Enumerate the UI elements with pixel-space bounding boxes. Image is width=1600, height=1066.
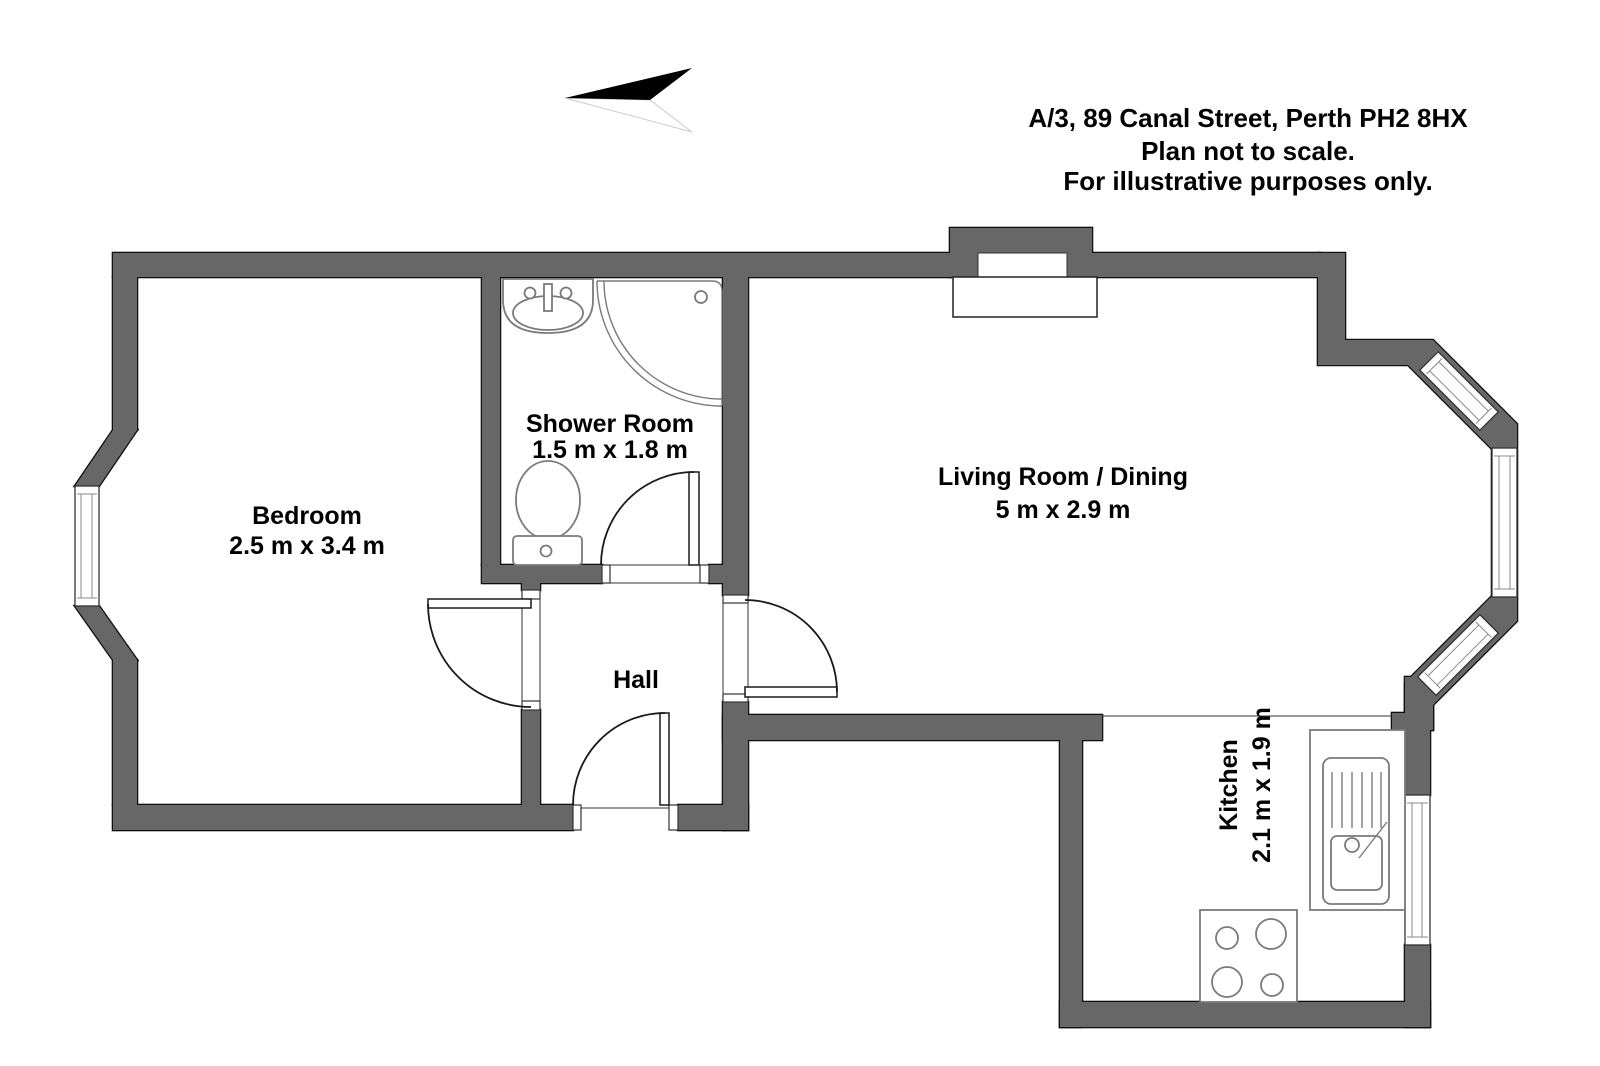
shower-door-opening-lines [602,564,709,584]
toilet [512,460,583,566]
toilet-bowl [515,460,581,540]
front-door [572,712,670,806]
walls-outline [73,226,1519,1029]
front-door-jamb-left [572,804,582,831]
living-door-leaf [744,686,838,698]
front-door-jamb-right [668,804,679,831]
kitchen-sink-tap [1344,837,1360,853]
bedroom-door-opening-lines [521,590,541,710]
bay-se-frame [1424,621,1492,689]
front-door-swing [572,712,666,806]
title-scale-note: Plan not to scale. [1141,136,1355,166]
wash-basin [502,278,594,334]
room-labels: Bedroom 2.5 m x 3.4 m Shower Room 1.5 m … [229,410,1276,863]
shower-drain [694,290,708,304]
bay-ne-glass [1418,350,1500,432]
shower-room-label: Shower Room [526,410,694,438]
living-door-jamb-top [722,594,749,604]
hob-burner-small-2 [1260,973,1284,997]
kitchen-window-glass [1404,794,1431,946]
shower-room-dims: 1.5 m x 1.8 m [532,436,688,464]
bay-window-south-east [1416,613,1500,697]
living-room-label: Living Room / Dining [938,463,1188,491]
bedroom-door-jamb-top [521,589,541,600]
title-illustrative-note: For illustrative purposes only. [1063,166,1432,196]
shower-door-swing [600,471,695,566]
bedroom-door-jamb-bottom [521,700,541,711]
basin-tap-right [559,286,573,300]
kitchen-sink-bowl [1330,835,1383,891]
hob-burner-large-2 [1211,966,1243,998]
north-arrow-blade [565,68,692,100]
north-arrow-icon [564,68,693,133]
bedroom-door-leaf [427,598,532,609]
bedroom-dims: 2.5 m x 3.4 m [229,532,385,560]
bay-window-north-east [1418,350,1500,432]
kitchen-window [1404,794,1431,946]
bedroom-window-glass [74,485,100,607]
kitchen-window-frame [1407,802,1428,938]
shower-curve-outer [596,280,723,407]
bay-window-east [1491,447,1518,598]
hall-label: Hall [613,666,659,694]
shower-door-leaf [688,471,700,566]
fireplace-hearth [952,276,1098,318]
shower-glass-edges [597,280,723,406]
shower-door [600,471,700,566]
hob-burner-small-1 [1215,926,1239,950]
shower-enclosure [596,280,723,407]
basin-spout [543,283,553,312]
living-door-swing [744,599,838,693]
bay-e-glass [1491,447,1518,598]
title-address: A/3, 89 Canal Street, Perth PH2 8HX [1028,103,1468,133]
hob-burner-large-1 [1255,918,1287,950]
living-door-opening-lines [722,595,749,702]
bedroom-window-frame [77,493,97,599]
north-arrow-shadow [564,97,693,133]
walls-fill [75,228,1517,1027]
living-room-dims: 5 m x 2.9 m [996,496,1131,524]
sink-drainer-lines [1331,772,1382,828]
kitchen-dims: 2.1 m x 1.9 m [1248,707,1276,863]
shower-door-jamb-right [699,564,710,584]
title-block: A/3, 89 Canal Street, Perth PH2 8HX Plan… [1028,103,1468,196]
bay-e-frame [1494,455,1515,590]
bedroom-door-swing [427,603,532,708]
bedroom-door [427,598,532,708]
sink-utensil [1358,821,1388,859]
bay-se-glass [1416,613,1500,697]
kitchen-counter [1309,729,1406,911]
cooker-hob [1199,909,1298,1003]
living-room-door [744,599,838,698]
front-door-leaf [659,712,670,806]
shower-door-jamb-left [601,564,611,584]
bedroom-bay-window [74,485,100,607]
shower-curve-inner [603,280,723,400]
bedroom-label: Bedroom [252,502,362,530]
basin-tap-left [523,286,537,300]
fireplace-recess [977,252,1068,279]
toilet-flush-button [539,544,553,558]
bay-ne-frame [1426,358,1492,424]
kitchen-label: Kitchen [1215,739,1243,831]
